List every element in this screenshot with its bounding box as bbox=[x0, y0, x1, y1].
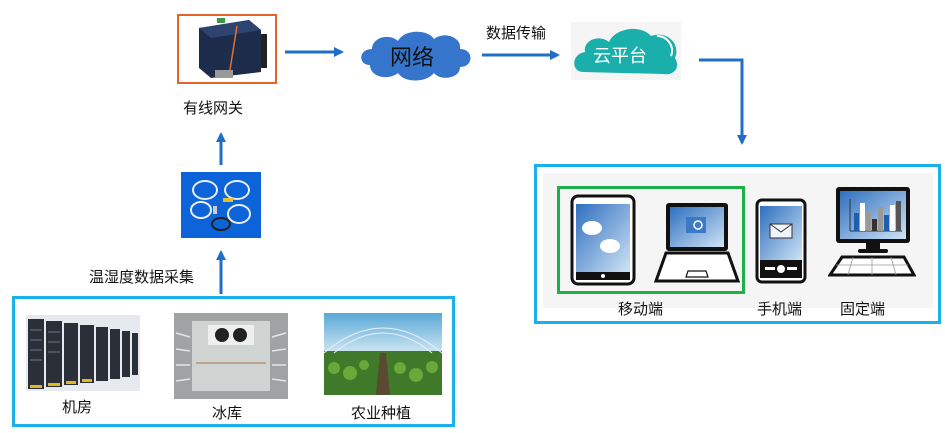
network-label: 网络 bbox=[390, 46, 435, 71]
server-room-image bbox=[26, 315, 140, 391]
phone-terminal-label: 手机端 bbox=[757, 300, 803, 318]
collection-label: 温湿度数据采集 bbox=[89, 268, 195, 286]
data-sources-panel: 机房 冰库 bbox=[12, 296, 455, 427]
mobile-terminal-label: 移动端 bbox=[618, 300, 664, 318]
desktop-icon bbox=[828, 187, 916, 277]
network-node: 网络 bbox=[356, 27, 476, 83]
greenhouse-image bbox=[324, 313, 442, 395]
cold-storage-image bbox=[174, 313, 288, 399]
cloud-platform-node: 云平台 bbox=[571, 22, 681, 80]
arrow-cloud-to-terminals bbox=[699, 58, 747, 145]
phone-icon bbox=[755, 198, 807, 284]
greenhouse-icon bbox=[324, 313, 442, 395]
mobile-terminal-group bbox=[557, 186, 745, 294]
terminals-inner: 移动端 手机端 bbox=[543, 173, 933, 318]
gateway-node bbox=[177, 14, 277, 84]
wired-gateway-icon bbox=[199, 18, 267, 78]
data-transfer-label: 数据传输 bbox=[486, 24, 547, 42]
source-label-server-room: 机房 bbox=[62, 398, 93, 416]
cloud-platform-label: 云平台 bbox=[593, 46, 647, 67]
sensor-node bbox=[181, 172, 261, 238]
cold-storage-icon bbox=[174, 313, 288, 399]
network-cloud-icon bbox=[361, 31, 471, 81]
source-label-cold-storage: 冰库 bbox=[212, 404, 243, 422]
server-room-icon bbox=[28, 319, 138, 389]
terminals-panel: 移动端 手机端 bbox=[534, 164, 941, 324]
fixed-terminal-label: 固定端 bbox=[840, 300, 886, 318]
source-label-greenhouse: 农业种植 bbox=[351, 404, 412, 422]
cloud-platform-icon bbox=[574, 28, 678, 75]
laptop-icon bbox=[654, 203, 740, 283]
monitor-bar-chart-glyph bbox=[849, 199, 902, 232]
tablet-icon bbox=[570, 194, 636, 286]
gateway-label: 有线网关 bbox=[183, 99, 244, 117]
sensor-cables-icon bbox=[190, 180, 251, 231]
